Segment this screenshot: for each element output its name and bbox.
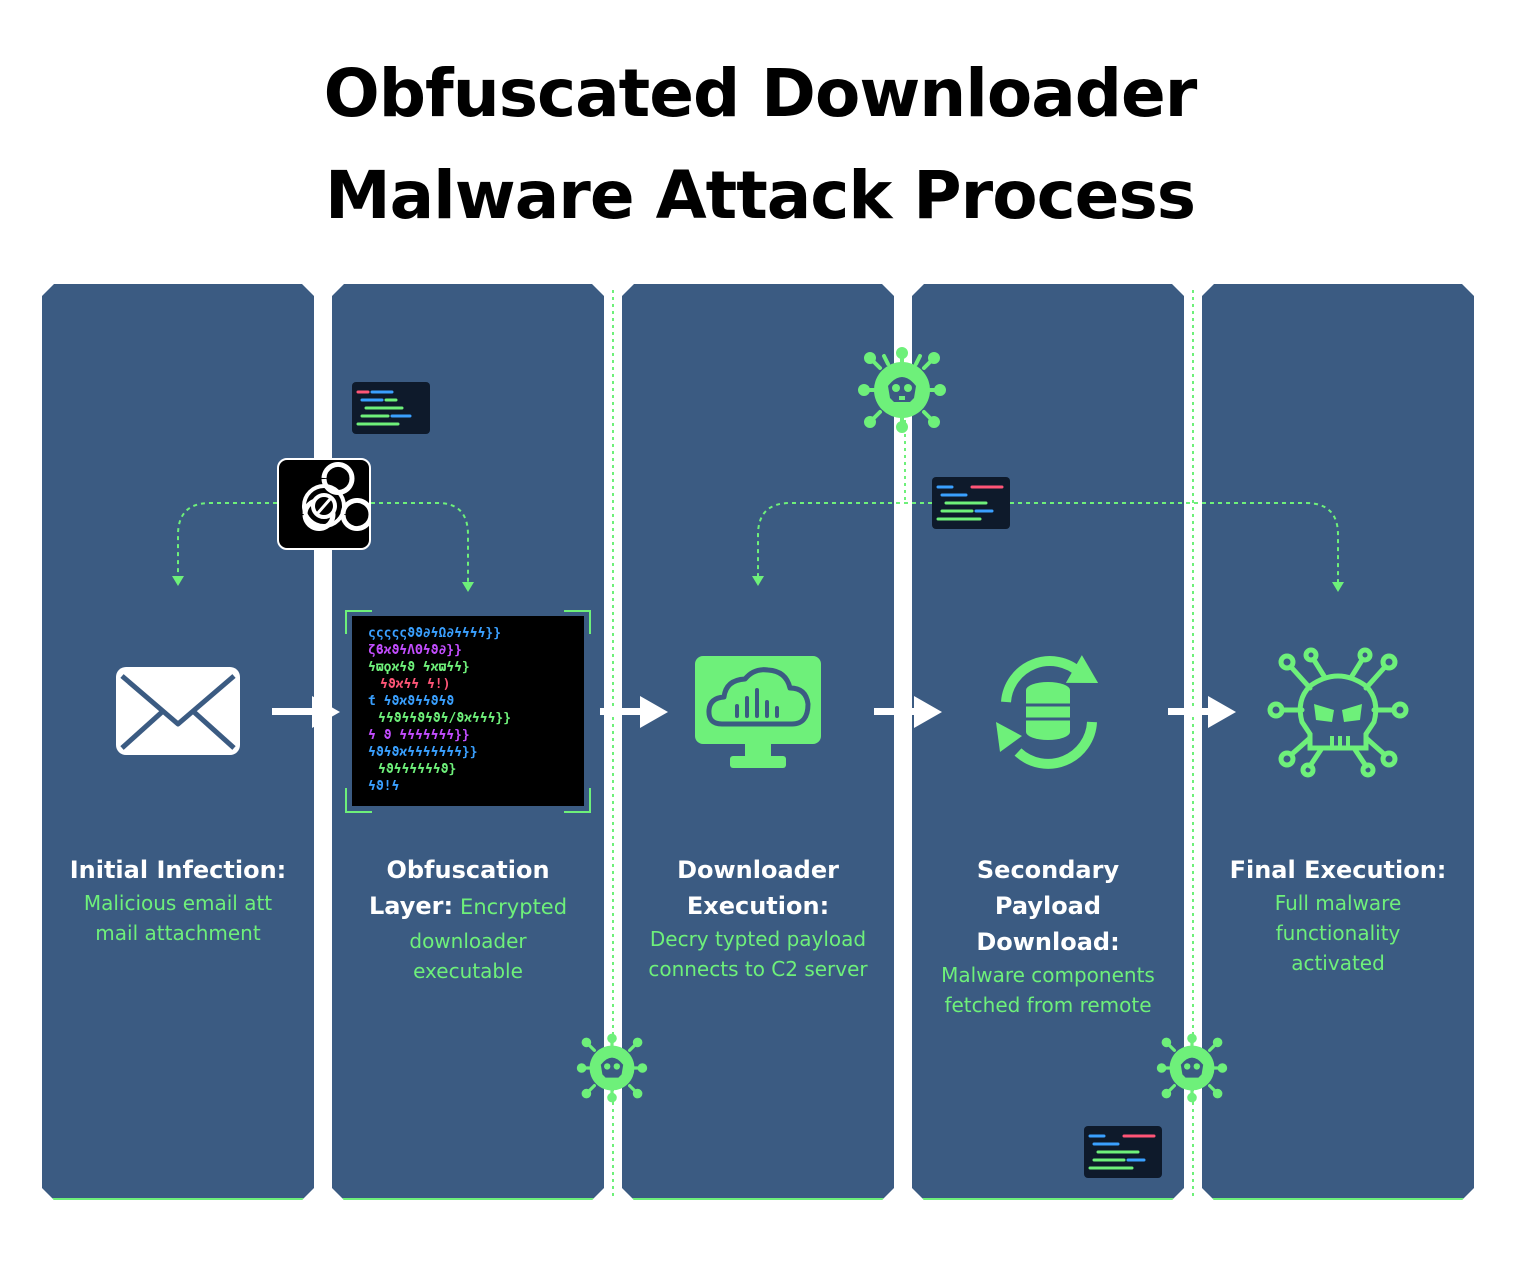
stage-description-inline: Encrypted — [460, 895, 568, 919]
stage-label-obfuscation-layer: Obfuscation Layer: Encrypted downloader … — [343, 852, 593, 986]
flow-arrow-1 — [272, 696, 340, 728]
dotted-connector-right — [371, 502, 469, 584]
stage-description-line: Decry typted payload — [649, 927, 867, 951]
dotted-connector-c2-right — [1010, 502, 1339, 584]
stage-label-downloader-execution: Downloader Execution: Decry typted paylo… — [633, 852, 883, 984]
stage-label-final-execution: Final Execution: Full malware functional… — [1213, 852, 1463, 978]
arrowhead-icon — [752, 576, 764, 586]
skull-eyes-icon — [1314, 704, 1362, 746]
stage-title: Secondary — [976, 856, 1120, 884]
biohazard-hidden-icon — [277, 458, 374, 550]
stage-description-line: executable — [413, 959, 523, 983]
dotted-connector-c2-left — [757, 502, 932, 576]
flow-arrow-3 — [874, 696, 942, 728]
stage-title: Layer: — [368, 892, 454, 920]
stage-label-initial-infection: Initial Infection: Malicious email att m… — [53, 852, 303, 948]
virus-skull-icon — [1267, 647, 1409, 778]
stage-title: Final Execution: — [1229, 856, 1447, 884]
stage-title: Download: — [976, 928, 1120, 956]
stage-title: Payload — [994, 892, 1102, 920]
arrowhead-icon — [462, 582, 474, 592]
stage-description-line: activated — [1291, 951, 1385, 975]
envelope-icon — [116, 667, 240, 755]
stage-description-line: functionality — [1275, 921, 1401, 945]
stage-label-secondary-payload: Secondary Payload Download: Malware comp… — [923, 852, 1173, 1020]
stage-description-line: connects to C2 server — [648, 957, 868, 981]
stage-description-line: fetched from remote — [944, 993, 1152, 1017]
arrowhead-icon — [172, 576, 184, 586]
dotted-connector-left — [177, 502, 277, 578]
virus-skull-badge-icon — [858, 347, 946, 433]
stage-description-line: mail attachment — [95, 921, 261, 945]
code-snippet-icon — [932, 477, 1010, 529]
cloud-monitor-icon — [695, 656, 821, 768]
database-sync-icon — [996, 655, 1099, 769]
stage-title: Obfuscation — [386, 856, 550, 884]
obfuscated-code-icon: ςςςςςϑϑ∂ϟΩ∂ϟϟϟϟ}} ζϐϰϑϟΛΘϟϑ∂}} ϟϖϙϰϟϑ ϟϰ… — [352, 616, 584, 806]
virus-skull-badge-icon — [576, 1033, 648, 1103]
stage-description-line: Malicious email att — [83, 891, 273, 915]
flow-arrow-2 — [600, 696, 668, 728]
stage-title: Initial Infection: — [69, 856, 287, 884]
stage-panel-secondary-payload — [912, 284, 1184, 1200]
stage-description-line: Full malware — [1274, 891, 1402, 915]
image-frame-brackets — [345, 610, 591, 813]
stage-description-line: Malware components — [941, 963, 1155, 987]
code-snippet-icon — [352, 382, 430, 434]
code-snippet-icon — [1084, 1126, 1162, 1178]
stage-title: Downloader — [677, 856, 839, 884]
stage-title: Execution: — [686, 892, 830, 920]
page-title-line-1: Obfuscated Downloader — [323, 55, 1198, 132]
flow-arrow-4 — [1168, 696, 1236, 728]
arrowhead-icon — [1332, 582, 1344, 592]
page-title-line-2: Malware Attack Process — [324, 157, 1196, 234]
virus-skull-badge-icon — [1156, 1033, 1228, 1103]
stage-description-line: downloader — [409, 929, 527, 953]
